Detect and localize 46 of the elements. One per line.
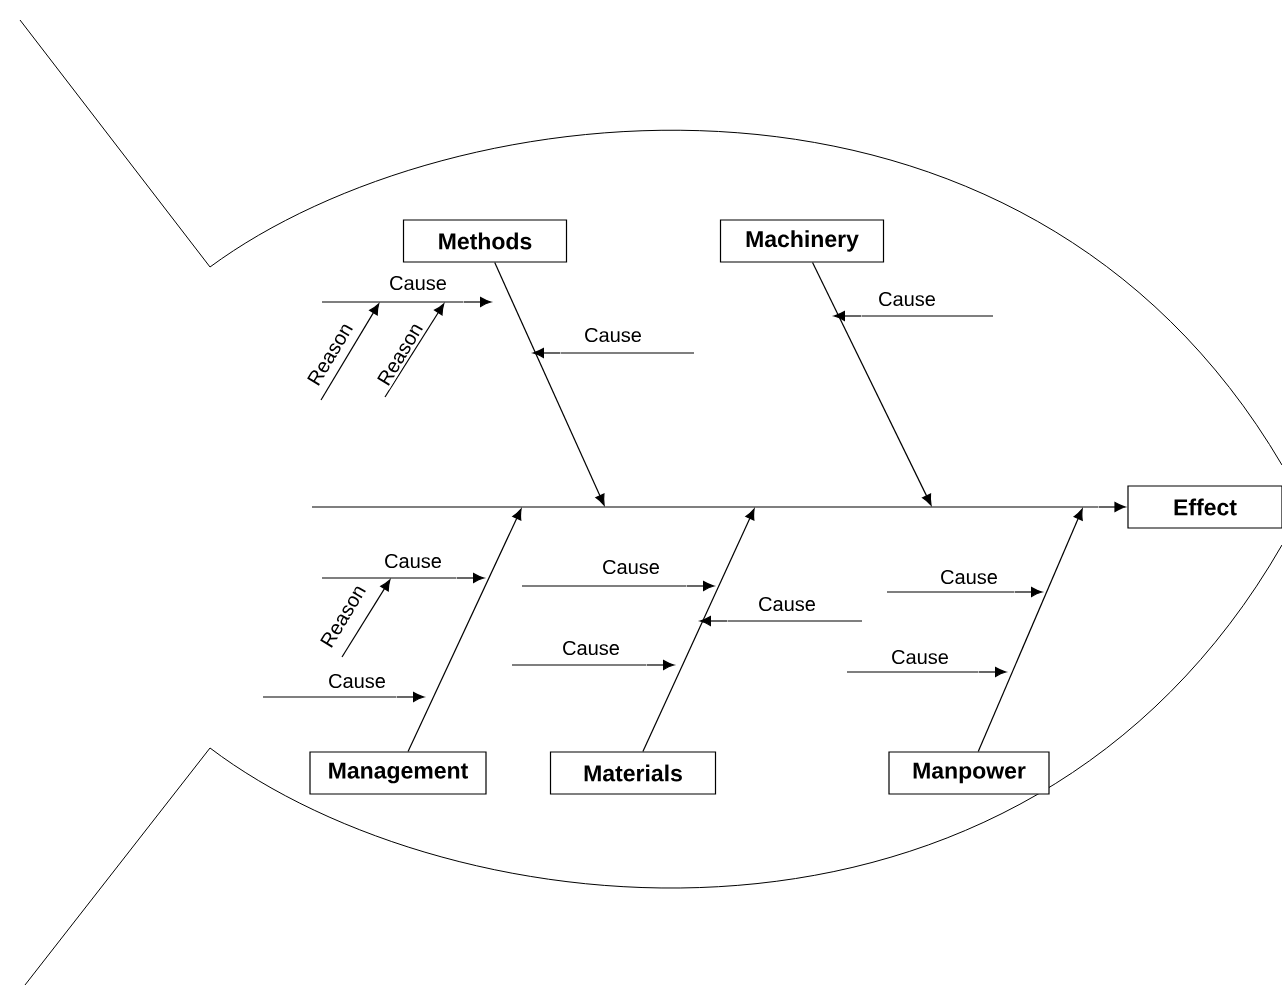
reason-arrow	[341, 579, 391, 658]
line-label: Cause	[600, 557, 662, 577]
bone-arrow	[811, 262, 932, 506]
arrowhead-line	[646, 660, 675, 670]
cause-line	[521, 585, 687, 587]
bone-arrow	[642, 508, 755, 752]
arrowhead-line	[463, 297, 492, 307]
arrowhead-line	[532, 348, 561, 358]
arrowhead-line	[699, 616, 728, 626]
cause-line	[846, 671, 979, 673]
cause-line	[262, 696, 397, 698]
arrowhead-line	[978, 667, 1007, 677]
cause-line	[321, 577, 457, 579]
arrowhead-line	[396, 692, 425, 702]
category-box: Machinery	[719, 219, 885, 263]
spine-line	[311, 506, 1099, 508]
line-label: Cause	[938, 567, 1000, 587]
bone-arrow	[494, 262, 605, 506]
line-label: Cause	[889, 647, 951, 667]
line-label: Cause	[582, 325, 644, 345]
line-label: Cause	[756, 594, 818, 614]
cause-line	[560, 352, 695, 354]
line-label: Cause	[560, 638, 622, 658]
line-label: Cause	[326, 671, 388, 691]
cause-line	[861, 315, 994, 317]
arrowhead-line	[833, 311, 862, 321]
line-label: Cause	[387, 273, 449, 293]
line-label: Cause	[382, 551, 444, 571]
category-box: Materials	[549, 751, 717, 795]
arrowhead-line	[686, 581, 715, 591]
category-box: Management	[309, 751, 487, 795]
cause-line	[511, 664, 647, 666]
category-box: Manpower	[888, 751, 1050, 795]
arrowhead-line	[1098, 502, 1126, 512]
bone-arrow	[407, 508, 522, 752]
reason-arrow	[320, 303, 380, 401]
line-label: Cause	[876, 289, 938, 309]
arrowhead-line	[456, 573, 485, 583]
cause-line	[727, 620, 863, 622]
arrowhead-line	[1014, 587, 1043, 597]
reason-arrow	[384, 303, 445, 398]
category-box: Effect	[1127, 485, 1282, 529]
category-box: Methods	[402, 219, 568, 263]
cause-line	[321, 301, 464, 303]
bone-arrow	[977, 508, 1083, 752]
cause-line	[886, 591, 1015, 593]
